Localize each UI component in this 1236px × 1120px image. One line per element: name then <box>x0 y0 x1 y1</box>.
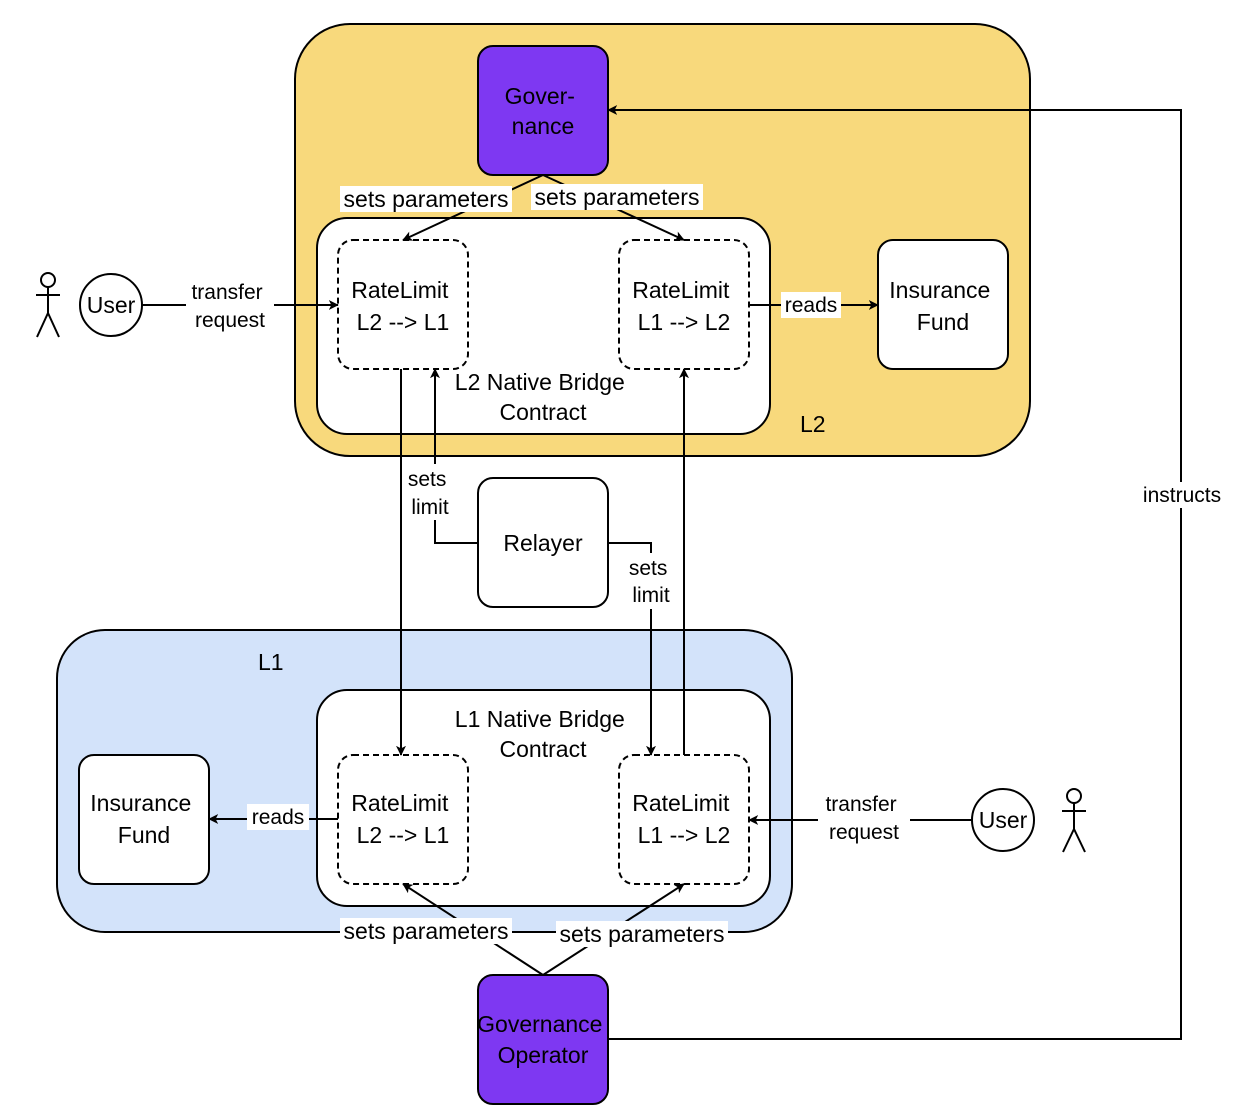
l1-rl-a-line2: L2 --> L1 <box>357 822 450 848</box>
l1-user-actor-icon <box>1062 788 1086 853</box>
l2-ratelimit-l2-to-l1-label: RateLimit L2 --> L1 <box>351 277 455 335</box>
l1-rl-b-line1: RateLimit <box>632 790 730 816</box>
label-limit-upper: limit <box>411 496 448 519</box>
l2-governance-label: Gover- nance <box>505 83 582 139</box>
label-instructs: instructs <box>1143 484 1221 507</box>
label-sets-lower: sets <box>629 557 668 580</box>
l2-rl-b-line1: RateLimit <box>632 277 730 303</box>
label-transfer-l2-line1: transfer <box>191 281 262 304</box>
edge-relayer-to-l1-rl-b <box>608 542 656 756</box>
l2-governance-box <box>477 45 609 176</box>
l2-insurance-line2: Fund <box>917 309 969 335</box>
label-sets-upper: sets <box>408 468 447 491</box>
edge-operator-instructs-governance <box>607 105 1182 1040</box>
label-reads-l1: reads <box>252 806 305 829</box>
label-sets-limit-lower: sets limit <box>629 557 673 607</box>
l2-ratelimit-l2-to-l1 <box>337 239 469 370</box>
label-transfer-request-l1: transfer request <box>825 793 902 844</box>
l1-insurance-fund <box>78 754 210 885</box>
l1-insurance-fund-label: Insurance Fund <box>90 790 197 848</box>
label-sets-limit-upper: sets limit <box>408 468 452 519</box>
label-limit-lower: limit <box>632 584 669 607</box>
l1-bridge-label-line1: L1 Native Bridge <box>455 706 625 732</box>
label-sets-parameters-l2-right: sets parameters <box>535 184 700 210</box>
l1-bridge-label: L1 Native Bridge Contract <box>455 706 631 762</box>
label-transfer-request-l2: transfer request <box>191 281 268 332</box>
l2-ratelimit-l1-to-l2-label: RateLimit L1 --> L2 <box>632 277 736 335</box>
l2-insurance-line1: Insurance <box>889 277 990 303</box>
l2-insurance-fund <box>877 239 1009 370</box>
l1-rl-a-line1: RateLimit <box>351 790 449 816</box>
l1-ratelimit-l2-to-l1-label: RateLimit L2 --> L1 <box>351 790 455 848</box>
l1-ratelimit-l2-to-l1 <box>337 754 469 885</box>
l1-user-label: User <box>979 807 1028 833</box>
l2-user-label: User <box>87 292 136 318</box>
l1-rl-b-line2: L1 --> L2 <box>638 822 731 848</box>
governance-operator-label: Governance Operator <box>477 1011 609 1068</box>
governance-operator-box <box>477 974 609 1105</box>
l2-user-actor-icon <box>36 272 60 338</box>
l1-region-label: L1 <box>258 649 284 675</box>
l2-bridge-label-line2: Contract <box>500 399 588 425</box>
l2-region-label: L2 <box>800 411 826 437</box>
label-sets-parameters-l1-right: sets parameters <box>560 921 725 947</box>
l2-rl-a-line2: L2 --> L1 <box>357 309 450 335</box>
l2-rl-a-line1: RateLimit <box>351 277 449 303</box>
l1-insurance-line2: Fund <box>118 822 170 848</box>
l2-rl-b-line2: L1 --> L2 <box>638 309 731 335</box>
label-transfer-l1-line1: transfer <box>825 793 896 816</box>
label-transfer-l1-line2: request <box>829 821 899 844</box>
l1-insurance-line1: Insurance <box>90 790 191 816</box>
l1-bridge-label-line2: Contract <box>500 736 588 762</box>
l2-insurance-fund-label: Insurance Fund <box>889 277 996 335</box>
l1-ratelimit-l1-to-l2 <box>618 754 750 885</box>
l2-ratelimit-l1-to-l2 <box>618 239 750 370</box>
l1-ratelimit-l1-to-l2-label: RateLimit L1 --> L2 <box>632 790 736 848</box>
label-sets-parameters-l2-left: sets parameters <box>344 186 509 212</box>
operator-line2: Operator <box>498 1042 589 1068</box>
label-sets-parameters-l1-left: sets parameters <box>344 918 509 944</box>
l2-governance-line1: Gover- <box>505 83 575 109</box>
operator-line1: Governance <box>477 1011 602 1037</box>
l2-bridge-label-line1: L2 Native Bridge <box>455 369 625 395</box>
relayer-label: Relayer <box>503 530 583 556</box>
edge-relayer-to-l2-rl-a <box>430 368 478 544</box>
label-transfer-l2-line2: request <box>195 309 265 332</box>
l2-bridge-label: L2 Native Bridge Contract <box>455 369 631 425</box>
label-reads-l2: reads <box>785 294 838 317</box>
l2-governance-line2: nance <box>512 113 575 139</box>
